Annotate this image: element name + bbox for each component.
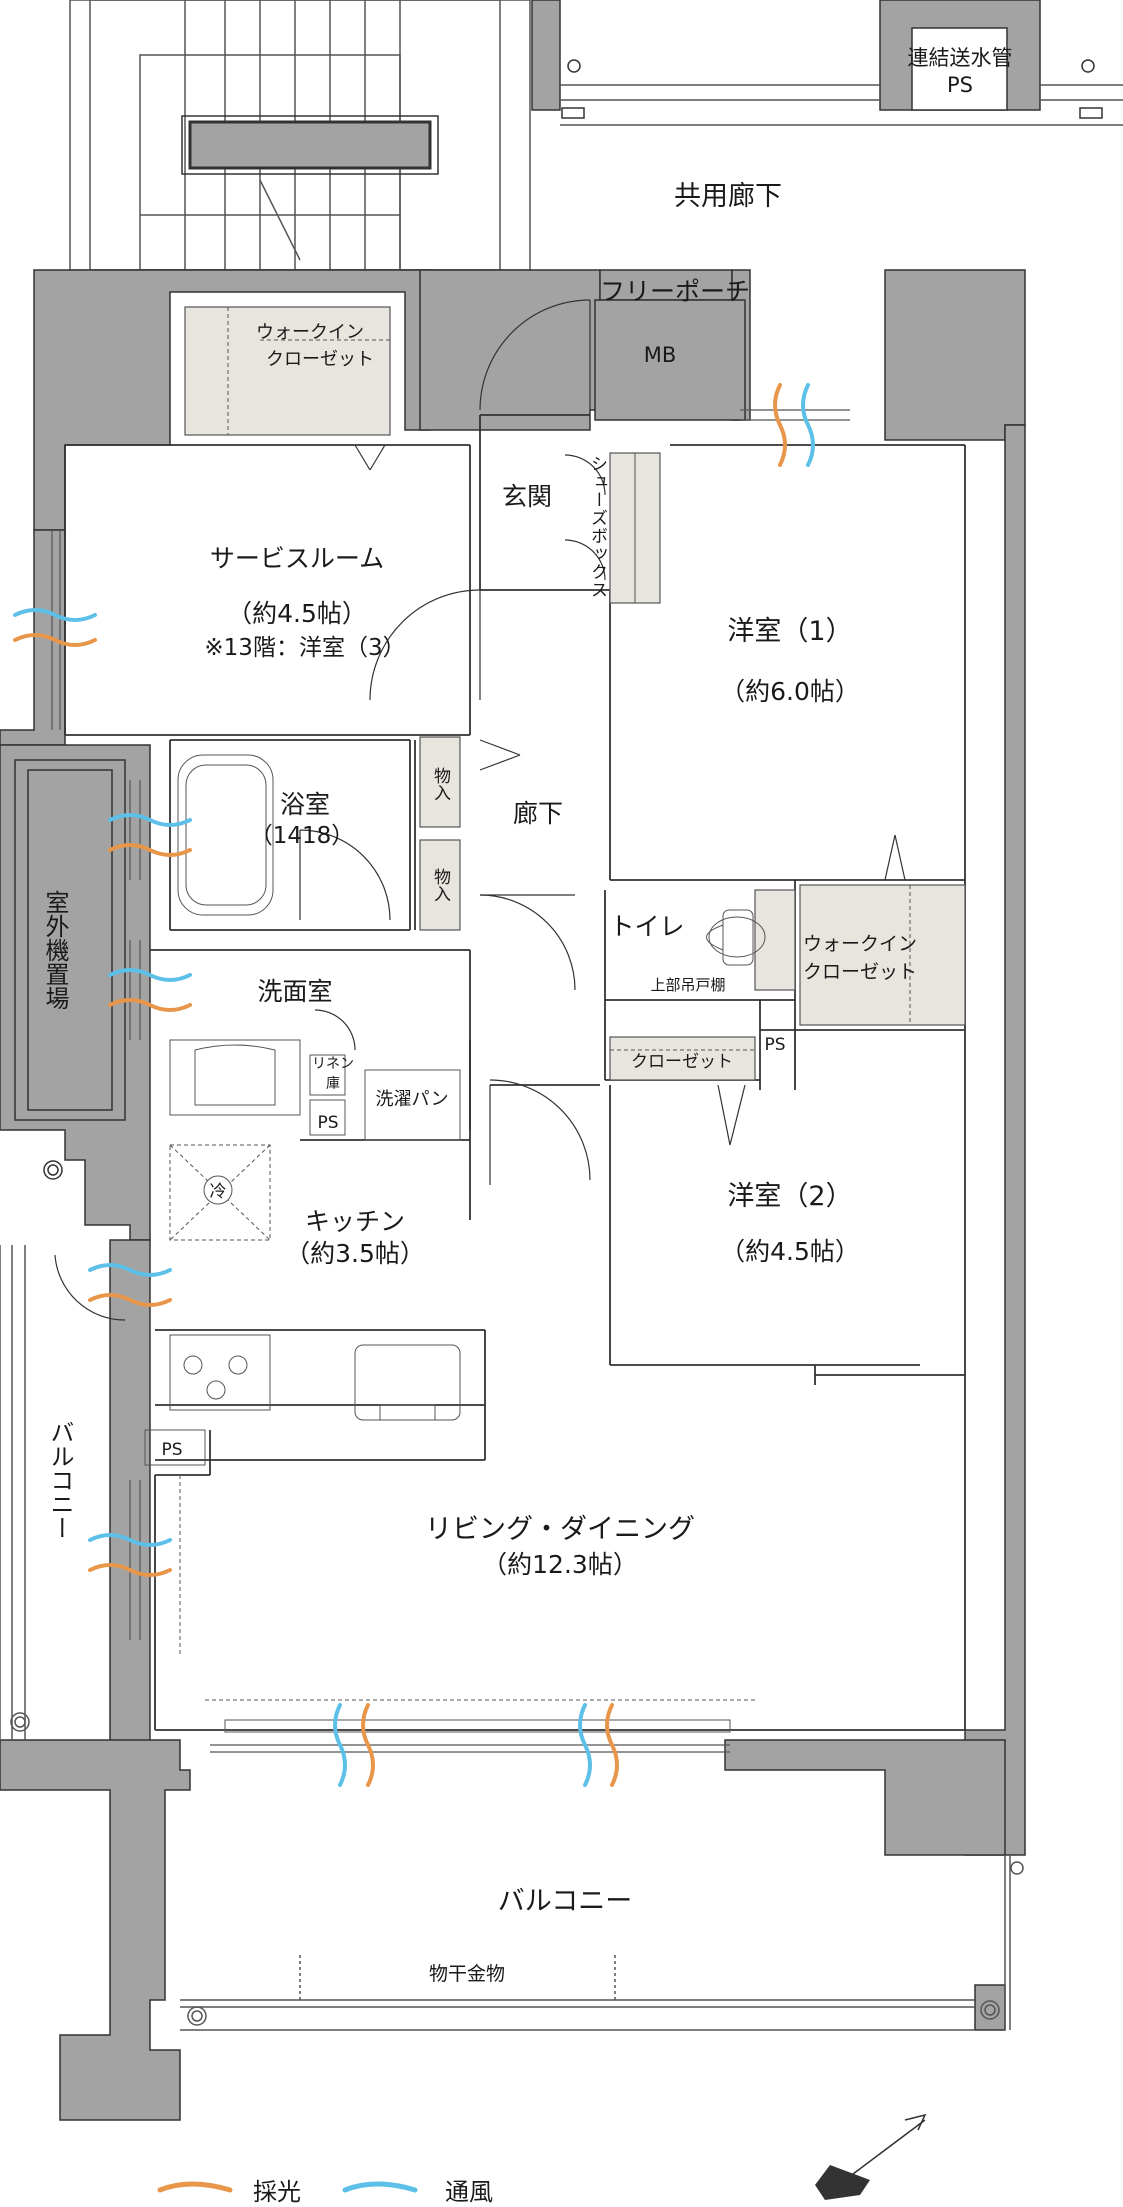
outdoor-unit-yard: [14, 759, 126, 1180]
label-outdoor-unit: 室外機置場: [41, 890, 69, 1010]
label-connection-pipe: 連結送水管: [908, 46, 1013, 70]
label-mb: MB: [644, 343, 677, 367]
label-ps-toilet: PS: [764, 1035, 785, 1055]
label-fridge: 冷: [210, 1182, 227, 1202]
label-shoes-box: シューズボックス: [587, 455, 607, 599]
label-walkin-closet-2b: クローゼット: [803, 961, 917, 983]
label-balcony-bottom: バルコニー: [498, 1886, 632, 1917]
label-living-dining-size: （約12.3帖）: [482, 1550, 638, 1579]
label-western-room-2-size: （約4.5帖）: [720, 1237, 860, 1266]
left-balcony: [0, 1245, 30, 1740]
label-upper-shelf: 上部吊戸棚: [650, 976, 725, 994]
label-balcony-side: バルコニー: [46, 1420, 74, 1540]
label-linen-2: 庫: [326, 1075, 340, 1092]
label-western-room-2: 洋室（2）: [727, 1181, 852, 1212]
label-living-dining: リビング・ダイニング: [425, 1514, 695, 1545]
legend-daylight-label: 採光: [253, 2178, 301, 2206]
label-bathroom: 浴室: [280, 790, 330, 819]
label-corridor: 共用廊下: [674, 181, 782, 212]
label-service-room-note: ※13階：洋室（3）: [204, 635, 405, 661]
stair-handrail: [188, 120, 432, 170]
label-service-room-size: （約4.5帖）: [227, 599, 367, 628]
legend-ventilation-swatch: [342, 2181, 418, 2193]
corridor-structure: [531, 0, 1123, 126]
label-linen-1: リネン: [312, 1056, 354, 1072]
label-hallway: 廊下: [513, 799, 563, 828]
label-washroom: 洗面室: [257, 977, 332, 1006]
airflow-waves: [13, 383, 815, 1787]
label-walkin-closet-1a: ウォークイン: [256, 322, 364, 343]
label-ps-washroom: PS: [317, 1113, 338, 1133]
label-free-porch: フリーポーチ: [600, 277, 750, 306]
label-bathroom-size: （1418）: [250, 823, 355, 849]
label-western-room-1: 洋室（1）: [727, 616, 852, 647]
label-kitchen-size: （約3.5帖）: [285, 1239, 425, 1268]
label-drying-hardware: 物干金物: [429, 1963, 505, 1985]
compass-icon: [815, 2113, 927, 2200]
outer-walls: [0, 269, 1026, 2121]
legend: 採光 通風: [157, 2178, 493, 2206]
closet-details: [144, 307, 911, 1733]
doors: [54, 299, 906, 1321]
interior-walls: [64, 414, 966, 1731]
label-walkin-closet-2a: ウォークイン: [803, 933, 917, 955]
label-kitchen: キッチン: [305, 1207, 405, 1236]
legend-daylight-swatch: [157, 2181, 233, 2193]
label-storage-1: 物入: [430, 767, 451, 801]
label-storage-2: 物入: [430, 868, 451, 902]
bottom-balcony: [180, 1855, 1024, 2031]
label-ps-kitchen: PS: [161, 1440, 182, 1460]
label-western-room-1-size: （約6.0帖）: [720, 677, 860, 706]
windows: [51, 409, 850, 1753]
legend-ventilation-label: 通風: [445, 2178, 493, 2206]
label-service-room: サービスルーム: [210, 544, 384, 573]
label-closet: クローゼット: [631, 1052, 733, 1072]
closets: [184, 306, 966, 1081]
label-walkin-closet-1b: クローゼット: [266, 349, 374, 370]
label-connection-pipe-ps: PS: [947, 73, 973, 97]
label-laundry-pan: 洗濯パン: [376, 1089, 449, 1110]
label-entrance: 玄関: [502, 482, 552, 511]
label-toilet: トイレ: [609, 912, 684, 941]
